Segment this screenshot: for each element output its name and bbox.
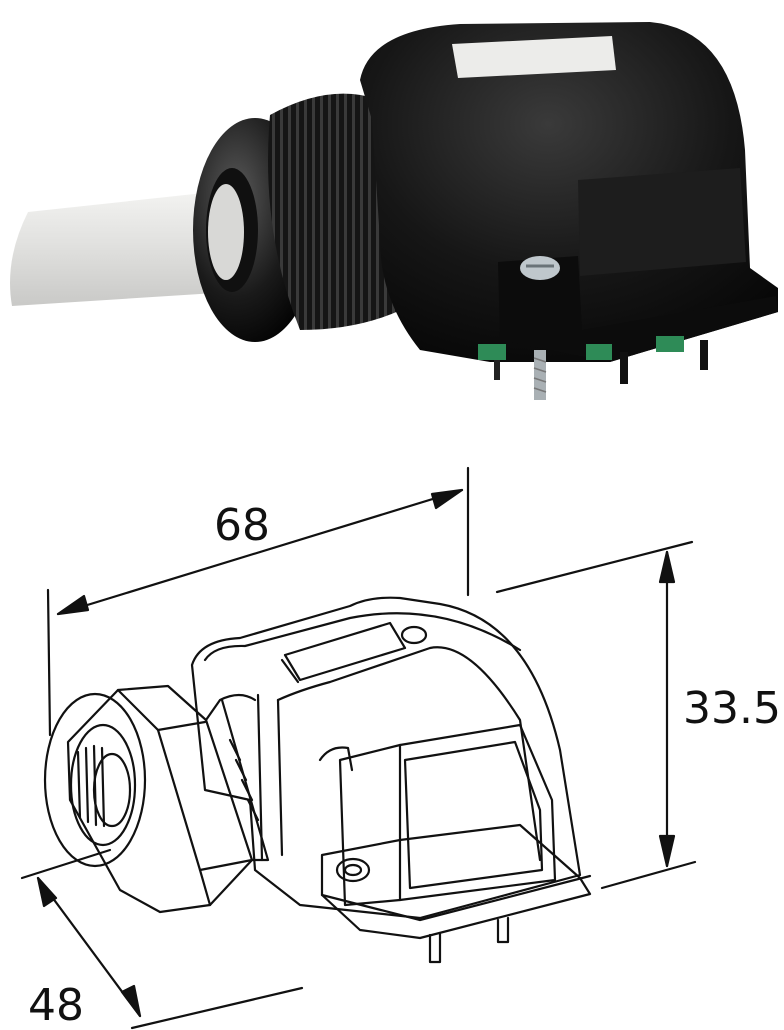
depth-dimension-label: 48	[28, 980, 84, 1030]
height-dimension-label: 33.5	[683, 683, 781, 734]
connector-photo	[10, 22, 778, 400]
width-dimension-line	[56, 488, 464, 616]
label-patch	[452, 36, 616, 78]
housing	[360, 22, 778, 362]
dimension-drawing	[20, 466, 697, 1030]
cable-entry-outline	[43, 692, 147, 868]
terminal-block	[478, 336, 708, 384]
mounting-screw	[520, 256, 560, 400]
width-dimension-label: 68	[214, 500, 270, 551]
housing-outline	[190, 596, 592, 964]
gland-nut-outline	[66, 684, 270, 914]
